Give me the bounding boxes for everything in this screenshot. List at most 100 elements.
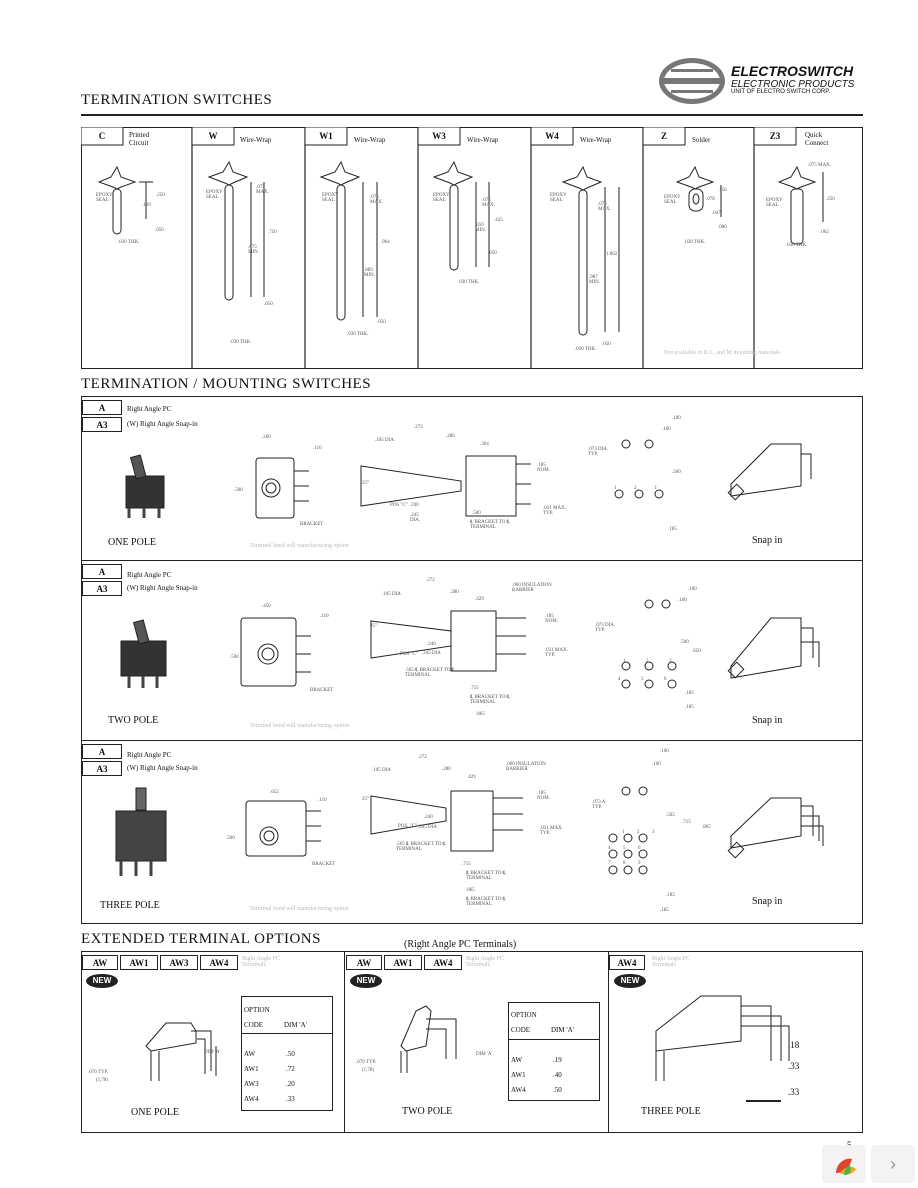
r3-pcb-715: .715 [682,820,691,825]
ext1-r3c1: AW3 [244,1080,259,1088]
dim-z3-062: .062 [820,230,829,235]
r1-side-364: .364 [480,442,489,447]
ext3-dim-33b: .33 [788,1087,800,1097]
dim-w3-350: .350 MIN. [475,223,486,233]
r1-front-110: .110 [313,446,322,451]
tm-row1-code-a3: A3 [82,417,122,432]
r1-pcb-100a: .100 [672,416,681,421]
dim-z-047: .047 [712,211,721,216]
tm-row2-desc-a3: (W) Right Angle Snap-in [127,584,198,592]
r3-side-bracket2: ℄ BRACKET TO ℄ TERMINAL [466,871,506,881]
electroswitch-logo-icon [659,58,725,104]
dim-w3-thk: .030 THK. [458,280,480,285]
r3-side-715: .715 [462,862,471,867]
r2-pcb-650: .650 [692,649,701,654]
epoxy-seal-label-w3: EPOXY SEAL [433,193,450,203]
r3-side-429: .429 [467,775,476,780]
epoxy-seal-label-z: EPOXY SEAL [664,195,681,205]
ext1-h2: CODE [244,1021,264,1029]
ext2-h2: CODE [511,1026,531,1034]
r1-side-272: .272 [414,425,423,430]
extended-drawings [145,995,790,1102]
r3-side-272: .272 [418,755,427,760]
r3-side-245: .245 DIA [418,825,437,830]
row-divider-2 [81,740,863,741]
r1-pcb-185: .185 [668,527,677,532]
r1-pcb-n3: 3 [654,486,657,491]
dim-w-675: .675 MIN. [248,245,259,255]
r3-pcb-100a: .100 [660,749,669,754]
epoxy-seal-label-w1: EPOXY SEAL [322,193,339,203]
dim-z-thk: .030 THK. [684,240,706,245]
r2-side-865: .865 [476,712,485,717]
r1-side-245: .245 DIA. [410,513,421,523]
r2-pcb-073: .073 DIA. TYP. [595,623,616,633]
r2-front-450: .450 [262,604,271,609]
ext1-code-aw: AW [82,955,118,970]
tm-row1-code-a: A [82,400,122,415]
tm-row1-desc-a3: (W) Right Angle Snap-in [127,420,198,428]
term-code-c: C [98,131,106,141]
ext1-code-aw3: AW3 [160,955,198,970]
dim-w1-889: .889 MIN. [364,268,375,278]
r3-side-25deg: 25° [362,797,369,802]
dim-c-050: .050 [155,228,164,233]
term-desc-w1: Wire-Wrap [354,136,386,144]
r2-pcb-100b: .100 [678,598,687,603]
r3-side-185: .185 NOM. [537,791,550,801]
r3-side-105: .105 DIA [372,768,391,773]
dim-w1-075: .075 MAX. [370,195,383,205]
z3-note: Not available in K.L. and M mounting mat… [664,350,780,356]
next-page-button[interactable]: › [871,1145,915,1183]
dim-w-750: .750 [268,230,277,235]
r3-pcb-565: .565 [666,813,675,818]
term-desc-z3: Quick Connect [805,131,829,147]
r2-side-060: .060 INSULATION BARRIER [512,583,552,593]
dim-z3-thk: .030 THK. [786,243,808,248]
tm-row2-code-a: A [82,564,122,579]
r3-pcb-073: .073 A. TYP. [592,800,607,810]
ext2-label: TWO POLE [402,1106,453,1117]
ext2-code-aw1: AW1 [384,955,422,970]
extended-table [81,951,863,1133]
leaf-logo-icon [836,1158,856,1175]
epoxy-seal-label-z3: EPOXY SEAL [766,198,783,208]
r3-front-500: .500 [226,836,235,841]
ext1-r3c2: .20 [286,1080,295,1088]
ext1-r1c2: .50 [286,1050,295,1058]
tm-row3-note: Terminal bend will manufacturing option [250,906,349,912]
dim-c-250: .250 [156,193,165,198]
chevron-right-icon[interactable]: › [890,1154,896,1174]
r3-side-565: .565 ℄ BRACKET TO ℄ TERMINAL [396,842,446,852]
dim-w-075: .075 MAX. [256,185,269,195]
r2-side-245: .245 DIA [422,651,441,656]
tm-row1-label: ONE POLE [108,537,157,548]
r2-front-bracket: BRACKET [310,688,334,693]
ext2-r2c1: AW1 [511,1071,526,1079]
r3-pcb-100b: .100 [652,762,661,767]
r3-side-pos: POS. "C" [398,824,418,829]
ext3-label: THREE POLE [641,1106,701,1117]
r2-side-240: .240 [427,642,436,647]
ext2-h3: DIM 'A' [551,1026,574,1034]
termination-table-art [81,127,824,369]
tm-row3-desc-a3: (W) Right Angle Snap-in [127,764,198,772]
tm-row1-snap: Snap in [752,535,783,546]
dim-z3-075: .075 MAX. [808,163,831,168]
r1-side-240: .240 [410,503,419,508]
dim-w4-thk: .030 THK. [575,347,597,352]
dim-w4-075: .075 MAX. [598,202,611,212]
section-title-extended: EXTENDED TERMINAL OPTIONS [81,931,321,947]
dim-z-078: .078 [706,197,715,202]
ext1-h3: DIM 'A' [284,1021,307,1029]
r3-front-652: .652 [270,790,279,795]
ext1-option-table [241,996,333,1111]
r2-pcb-100a: .100 [688,587,697,592]
r1-pcb-n1: 1 [614,486,617,491]
r1-pcb-500: .500 [672,470,681,475]
r3-side-280: .280 [442,767,451,772]
ext1-r1c1: AW [244,1050,256,1058]
ext1-dim-178: (1,78) [96,1078,109,1083]
r3-side-240: .240 [424,815,433,820]
ext2-r3c2: .50 [553,1086,562,1094]
